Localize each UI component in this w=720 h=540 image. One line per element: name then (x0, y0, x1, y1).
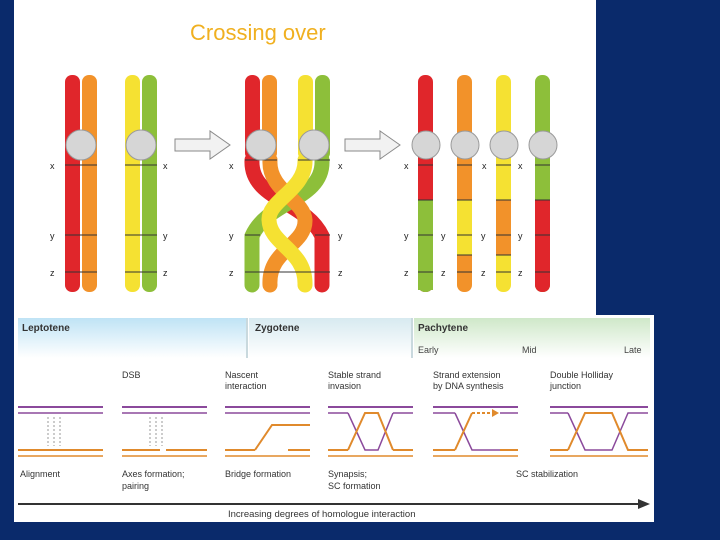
locus-label-y: y (50, 231, 55, 241)
label-pairing: pairing (122, 481, 149, 491)
chromosome-recombinant: y z (518, 75, 558, 292)
chromosome-recombinant: y z x (441, 75, 487, 292)
label-synapsis: Synapsis; (328, 469, 367, 479)
locus-label-y: y (338, 231, 343, 241)
centromere (489, 130, 519, 160)
label-alignment: Alignment (20, 469, 61, 479)
locus-label-x: x (518, 161, 523, 171)
stage-headers: Leptotene Zygotene Pachytene Early Mid L… (18, 318, 650, 358)
locus-label-y: y (404, 231, 409, 241)
centromere (298, 129, 330, 161)
label-double-holliday: Double Holliday (550, 370, 614, 380)
locus-label-z: z (50, 268, 55, 278)
locus-label-x: x (482, 161, 487, 171)
label-stable-strand: Stable strand (328, 370, 381, 380)
centromere (125, 129, 157, 161)
centromere (528, 130, 558, 160)
slide-title: Crossing over (190, 20, 326, 45)
centromere (65, 129, 97, 161)
label-bridge-formation: Bridge formation (225, 469, 291, 479)
stage-early: Early (418, 345, 439, 355)
dna-stage-holliday (550, 406, 648, 457)
label-axes-formation: Axes formation; (122, 469, 185, 479)
centromere (411, 130, 441, 160)
locus-label-x: x (50, 161, 55, 171)
chromosome-recombinant: y z x (481, 75, 523, 292)
locus-label-x: x (338, 161, 343, 171)
chromatid-yellow-crossing (261, 152, 313, 293)
locus-label-y: y (481, 231, 486, 241)
dna-stage-invasion (328, 406, 413, 457)
chromatid-yellow-1 (125, 75, 140, 292)
chromatid-green-1 (142, 75, 157, 292)
chromatid-orange-1 (82, 75, 97, 292)
arrow-right-icon (344, 130, 401, 160)
label-dsb: DSB (122, 370, 141, 380)
stage-pachytene: Pachytene (418, 323, 468, 334)
label-interaction: interaction (225, 381, 267, 391)
locus-label-x: x (404, 161, 409, 171)
locus-label-z: z (338, 268, 343, 278)
stage-zygotene: Zygotene (255, 323, 300, 334)
locus-label-y: y (518, 231, 523, 241)
dna-stage-axes (122, 406, 207, 457)
arrow-right-icon (174, 130, 231, 160)
locus-label-z: z (441, 268, 446, 278)
locus-label-z: z (229, 268, 234, 278)
chromatid-orange-crossing (262, 152, 313, 293)
chromatid-red-1 (65, 75, 80, 292)
label-strand-extension: Strand extension (433, 370, 501, 380)
stage-mid: Mid (522, 345, 537, 355)
locus-label-z: z (518, 268, 523, 278)
chromosome-recombinant: x y z (404, 75, 441, 292)
label-dna-synthesis: by DNA synthesis (433, 381, 504, 391)
locus-label-z: z (404, 268, 409, 278)
label-invasion: invasion (328, 381, 361, 391)
locus-label-z: z (481, 268, 486, 278)
locus-label-x: x (163, 161, 168, 171)
centromere (450, 130, 480, 160)
label-sc-stabilization: SC stabilization (516, 469, 578, 479)
locus-label-y: y (441, 231, 446, 241)
chromosome-pair-before: x y z x y z (50, 75, 168, 292)
arrow-right-icon (638, 499, 650, 509)
locus-label-z: z (163, 268, 168, 278)
dna-stage-bridge (225, 406, 310, 457)
label-junction: junction (549, 381, 581, 391)
stage-late: Late (624, 345, 642, 355)
chromosome-pair-crossing: x y z x y z (229, 75, 343, 293)
stage-leptotene: Leptotene (22, 323, 70, 334)
axis-caption: Increasing degrees of homologue interact… (228, 509, 415, 520)
label-nascent: Nascent (225, 370, 259, 380)
locus-label-x: x (229, 161, 234, 171)
dna-stage-alignment (18, 406, 103, 457)
dna-stage-extension (433, 406, 518, 457)
locus-label-y: y (163, 231, 168, 241)
locus-label-y: y (229, 231, 234, 241)
centromere (245, 129, 277, 161)
label-sc-formation: SC formation (328, 481, 381, 491)
